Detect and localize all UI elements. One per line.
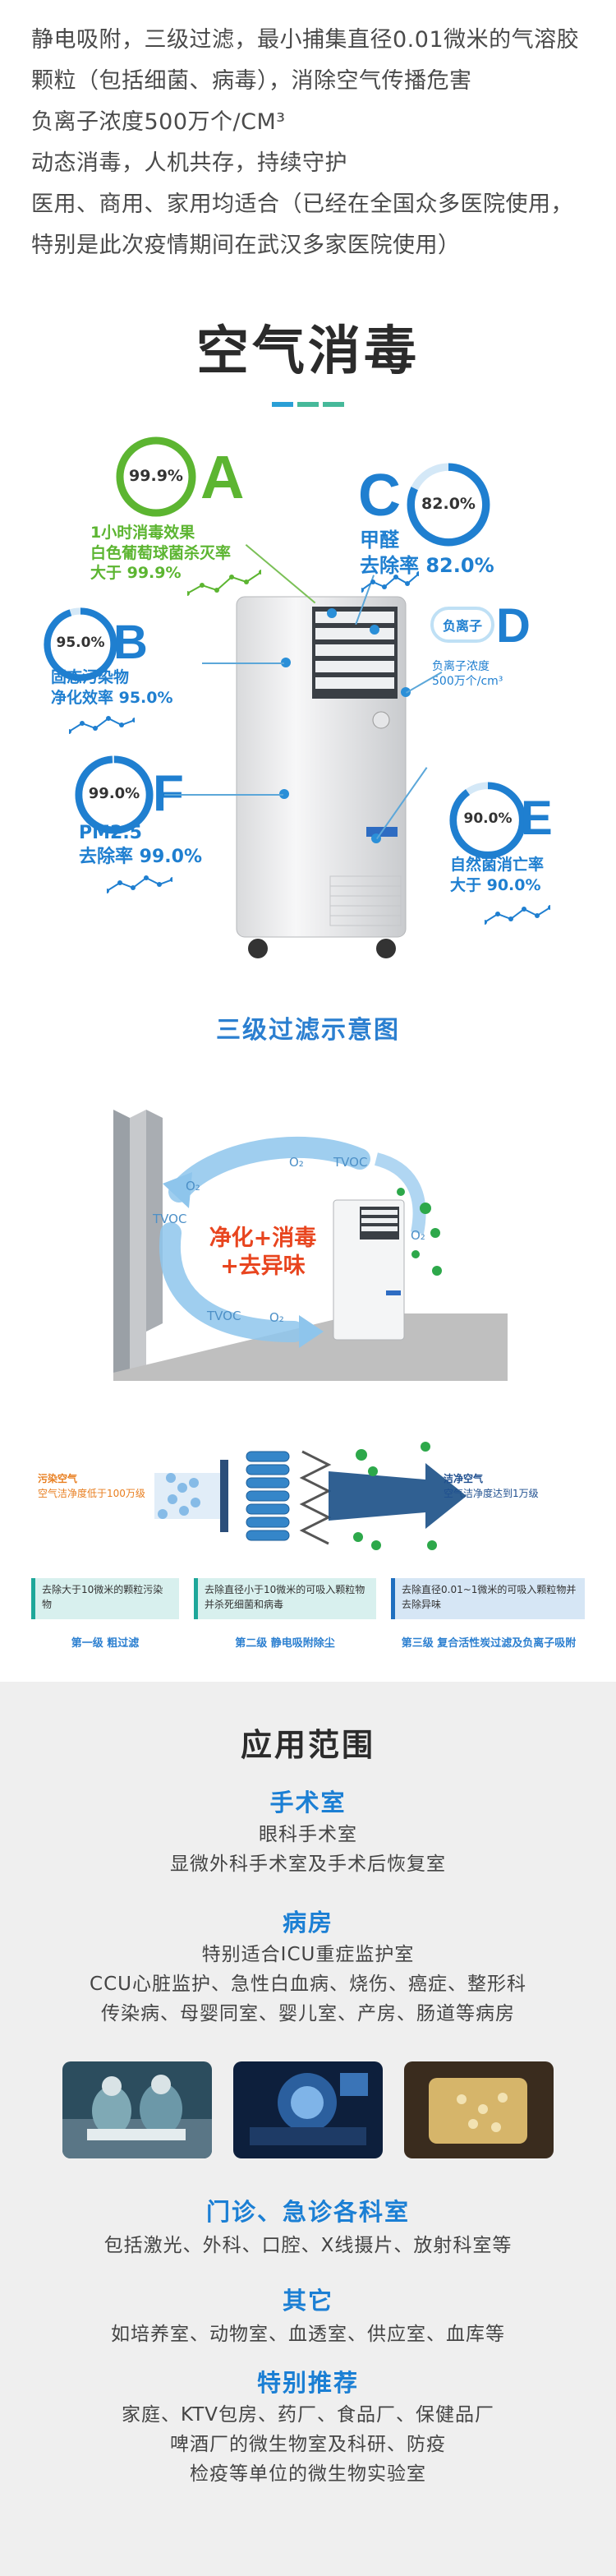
stage-1-label: 第一级 粗过滤 <box>71 1637 140 1650</box>
letter-e: E <box>521 792 553 845</box>
category-operating-room: 手术室 <box>269 1789 347 1817</box>
decorative-sparkline <box>69 716 135 734</box>
intro-line: 特别是此次疫情期间在武汉多家医院使用） <box>31 233 461 258</box>
decorative-sparkline <box>187 570 261 596</box>
section-title-filter-diagram: 三级过滤示意图 <box>216 1016 400 1045</box>
category-special-recommendation: 特别推荐 <box>256 2369 359 2397</box>
feature-a-text: 1小时消毒效果 白色葡萄球菌杀灭率 大于 99.9% <box>90 524 232 583</box>
percent-a: 99.9% <box>129 467 183 485</box>
air-label: TVOC <box>153 1212 187 1226</box>
decorative-sparkline <box>107 875 172 893</box>
percent-f: 99.0% <box>88 785 140 802</box>
letter-c: C <box>358 463 401 529</box>
letter-a: A <box>200 443 245 511</box>
category-line: 家庭、KTV包房、药厂、食品厂、保健品厂 <box>121 2404 495 2426</box>
air-label: O₂ <box>186 1179 200 1193</box>
feature-f-text: PM2.5 去除率 99.0% <box>79 823 202 867</box>
decorative-sparkline <box>361 571 419 593</box>
progress-ring-a <box>115 436 197 518</box>
air-label: TVOC <box>333 1155 368 1170</box>
stage-1-box: 去除大于10微米的颗粒污染物 <box>31 1578 179 1619</box>
clean-air-label: 洁净空气 空气洁净度达到1万级 <box>444 1473 539 1499</box>
intro-line: 医用、商用、家用均适合（已经在全国众多医院使用， <box>31 192 573 217</box>
section-title-application-scope: 应用范围 <box>240 1727 375 1763</box>
air-label: O₂ <box>411 1228 425 1243</box>
room-airflow-illustration <box>113 1110 508 1381</box>
feature-d-text: 负离子浓度 500万个/cm³ <box>432 660 503 689</box>
progress-ring-c <box>406 462 491 547</box>
three-stage-filter-illustration <box>154 1442 467 1550</box>
category-ward: 病房 <box>282 1909 333 1937</box>
category-line: 包括激光、外科、口腔、X线摄片、放射科室等 <box>103 2235 513 2256</box>
feature-b-text: 固态污染物 净化效率 95.0% <box>51 668 173 707</box>
indicator-dot <box>279 789 289 799</box>
intro-line: 负离子浓度500万个/CM³ <box>31 109 286 135</box>
title-underline <box>272 395 348 407</box>
intro-line: 颗粒（包括细菌、病毒），消除空气传播危害 <box>31 68 472 94</box>
indicator-dot <box>327 608 337 618</box>
air-label: TVOC <box>207 1309 241 1323</box>
intro-line: 静电吸附，三级过滤，最小捕集直径0.01微米的气溶胶 <box>31 27 580 53</box>
letter-d: D <box>496 599 531 653</box>
stage-2-label: 第二级 静电吸附除尘 <box>235 1637 335 1650</box>
category-line: CCU心脏监护、急性白血病、烧伤、癌症、整形科 <box>90 1974 526 1995</box>
indicator-dot <box>370 625 379 635</box>
intro-line: 动态消毒，人机共存，持续守护 <box>31 150 347 176</box>
air-label: O₂ <box>289 1155 304 1170</box>
category-clinic: 门诊、急诊各科室 <box>205 2198 410 2226</box>
stage-3-label: 第三级 复合活性炭过滤及负离子吸附 <box>401 1637 577 1650</box>
category-other: 其它 <box>282 2287 333 2315</box>
category-line: 检疫等单位的微生物实验室 <box>190 2463 426 2485</box>
indicator-dot <box>281 658 291 667</box>
intro-text: 静电吸附，三级过滤，最小捕集直径0.01微米的气溶胶 颗粒（包括细菌、病毒），消… <box>31 20 590 266</box>
negative-ion-badge: 负离子 <box>430 607 494 643</box>
room-center-text: 净化+消毒 +去异味 <box>209 1226 317 1279</box>
photo-medical-equipment <box>233 2061 383 2158</box>
air-label: O₂ <box>269 1310 284 1325</box>
category-line: 啤酒厂的微生物室及科研、防疫 <box>170 2434 446 2455</box>
feature-e-text: 自然菌消亡率 大于 90.0% <box>450 856 545 894</box>
air-purifier-image <box>236 596 407 958</box>
category-line: 如培养室、动物室、血透室、供应室、血库等 <box>111 2324 505 2345</box>
percent-e: 90.0% <box>463 810 513 827</box>
percent-c: 82.0% <box>421 495 476 513</box>
progress-ring-e <box>448 781 527 860</box>
letter-b: B <box>113 616 148 669</box>
section-title-air-disinfection: 空气消毒 <box>196 321 420 382</box>
progress-ring-b <box>43 607 118 682</box>
stage-3-box: 去除直径0.01~1微米的可吸入颗粒物并去除异味 <box>391 1578 585 1619</box>
category-line: 特别适合ICU重症监护室 <box>201 1944 415 1965</box>
category-line: 眼科手术室 <box>259 1824 357 1845</box>
letter-f: F <box>153 765 184 822</box>
stage-2-box: 去除直径小于10微米的可吸入颗粒物并杀死细菌和病毒 <box>194 1578 376 1619</box>
decorative-sparkline <box>485 905 550 925</box>
category-line: 显微外科手术室及手术后恢复室 <box>170 1854 446 1875</box>
category-line: 传染病、母婴同室、婴儿室、产房、肠道等病房 <box>101 2003 515 2024</box>
leader-line <box>202 662 284 664</box>
photo-laboratory <box>404 2061 554 2158</box>
progress-ring-f <box>74 755 154 835</box>
percent-b: 95.0% <box>56 635 105 651</box>
photo-surgery <box>62 2061 212 2158</box>
feature-c-text: 甲醛 去除率 82.0% <box>360 529 494 578</box>
leader-line <box>164 794 283 796</box>
dirty-air-label: 污染空气 空气洁净度低于100万级 <box>38 1473 145 1499</box>
